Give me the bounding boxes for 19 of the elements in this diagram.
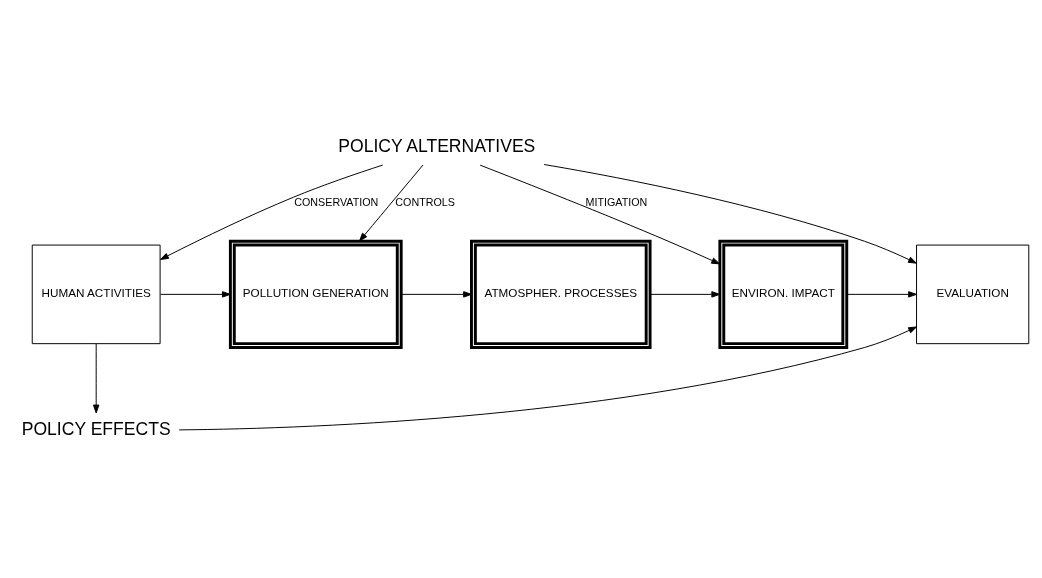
- arrow: [846, 291, 917, 298]
- arrow: [543, 164, 917, 264]
- node-box: ENVIRON. IMPACT: [718, 239, 849, 350]
- node-box: POLLUTION GENERATION: [228, 239, 403, 350]
- edge-label: MITIGATION: [585, 195, 648, 208]
- edge-label: CONTROLS: [395, 195, 455, 208]
- arrow: [359, 164, 424, 242]
- arrow: [92, 343, 100, 414]
- node-text: POLICY EFFECTS: [21, 418, 171, 439]
- arrow: [400, 291, 472, 298]
- arrow: [160, 164, 384, 260]
- arrow: [479, 164, 721, 265]
- arrow: [649, 291, 721, 298]
- arrow: [178, 326, 917, 431]
- edge-label: CONSERVATION: [294, 195, 379, 208]
- arrow: [160, 291, 231, 298]
- node-text: POLICY ALTERNATIVES: [338, 135, 536, 156]
- node-box: HUMAN ACTIVITIES: [31, 244, 161, 345]
- node-box: EVALUATION: [916, 244, 1030, 345]
